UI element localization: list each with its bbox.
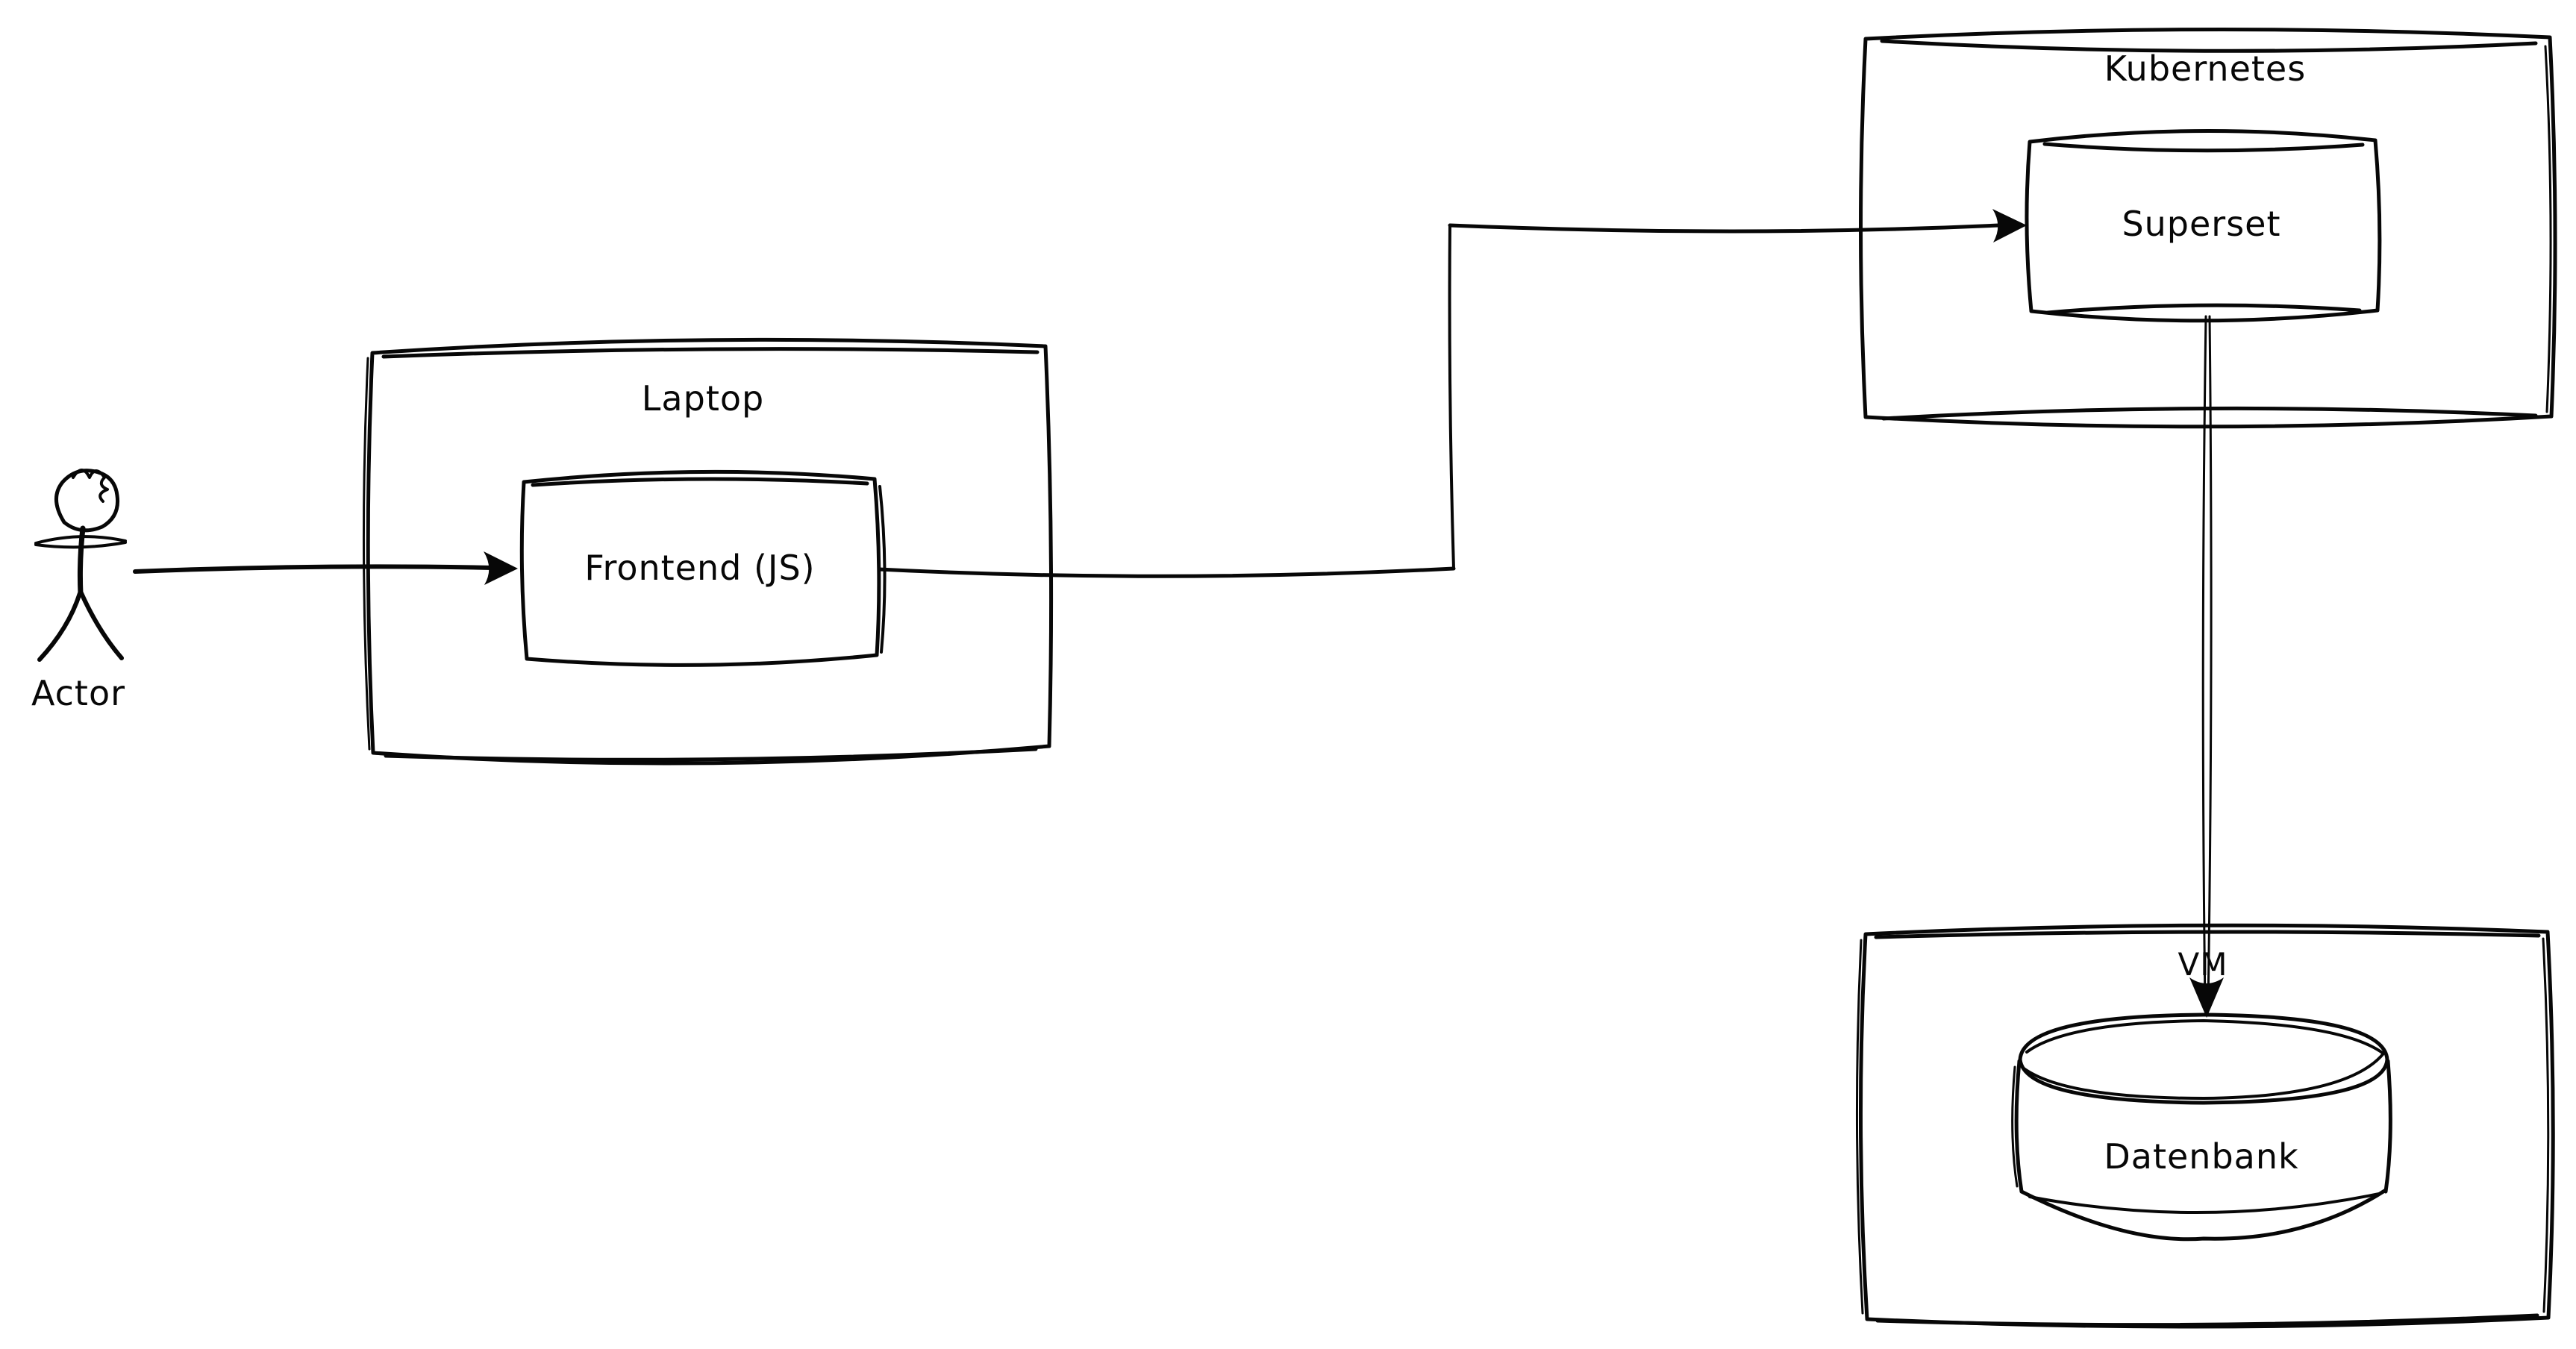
kubernetes-label: Kubernetes	[2104, 48, 2306, 89]
vm-container: VM	[1855, 923, 2555, 1329]
edge-superset-to-datenbank	[2189, 315, 2224, 1018]
edge-segment-horizontal-low	[877, 566, 1456, 578]
edge-frontend-to-superset	[877, 209, 2027, 578]
cylinder-side-left	[2014, 1059, 2024, 1194]
laptop-box-overdraw-left	[362, 357, 371, 751]
frontend-label: Frontend (JS)	[584, 548, 815, 588]
kubernetes-box-overdraw-bottom	[1881, 406, 2538, 421]
cylinder-top-ellipse-overdraw	[2022, 1019, 2385, 1100]
frontend-box-overdraw-top	[531, 477, 869, 487]
vm-label: VM	[2178, 946, 2228, 983]
cylinder-bottom	[2019, 1188, 2388, 1242]
arrow-head-icon	[2189, 977, 2224, 1018]
actor-hair-icon	[72, 469, 109, 503]
vm-box-overdraw-right	[2542, 937, 2550, 1313]
superset-box-overdraw-bottom	[2045, 303, 2362, 315]
laptop-label: Laptop	[642, 378, 764, 419]
kubernetes-box-overdraw-top	[1880, 39, 2538, 53]
actor-leg-right	[79, 591, 124, 660]
laptop-box-overdraw-bottom	[384, 747, 1038, 762]
vm-box-overdraw-top	[1874, 930, 2541, 939]
vm-box-overdraw-left	[1855, 939, 1864, 1315]
superset-box-outline	[2025, 129, 2382, 323]
vm-box-outline	[1858, 923, 2555, 1329]
edge-shaft	[133, 564, 495, 574]
frontend-box-outline	[519, 469, 881, 667]
actor-leg-left	[37, 591, 82, 662]
actor-arms	[34, 535, 127, 545]
laptop-box-outline	[366, 337, 1054, 766]
actor-torso	[77, 525, 86, 597]
actor-head-icon	[54, 469, 120, 533]
cylinder-bottom-overdraw	[2028, 1192, 2380, 1214]
edge-segment-vertical	[1448, 224, 1455, 570]
actor-arms-overdraw	[34, 541, 127, 549]
datenbank-label: Datenbank	[2104, 1136, 2298, 1177]
edge-shaft	[2201, 315, 2207, 1007]
superset-label: Superset	[2122, 204, 2280, 244]
vm-box-overdraw-bottom	[1875, 1313, 2539, 1327]
superset-box-overdraw-top	[2042, 142, 2365, 153]
arrow-head-icon	[1992, 209, 2027, 242]
superset-node: Superset	[2025, 129, 2382, 323]
laptop-container: Laptop	[362, 337, 1054, 766]
datenbank-cylinder: Datenbank	[2011, 1012, 2392, 1242]
kubernetes-box-overdraw-right	[2544, 45, 2552, 413]
kubernetes-box-outline	[1859, 27, 2557, 429]
edge-shaft-overdraw	[2207, 315, 2213, 1007]
arrow-head-icon	[484, 551, 518, 585]
edge-actor-to-frontend	[133, 551, 518, 585]
actor-figure	[34, 469, 127, 662]
kubernetes-container: Kubernetes	[1859, 27, 2557, 429]
actor-label: Actor	[31, 673, 125, 713]
laptop-box-overdraw-top	[381, 347, 1040, 359]
cylinder-side-right	[2383, 1059, 2392, 1194]
edge-segment-horizontal-high	[1448, 223, 2001, 234]
frontend-node: Frontend (JS)	[519, 469, 887, 667]
cylinder-side-left-overdraw	[2011, 1065, 2019, 1188]
